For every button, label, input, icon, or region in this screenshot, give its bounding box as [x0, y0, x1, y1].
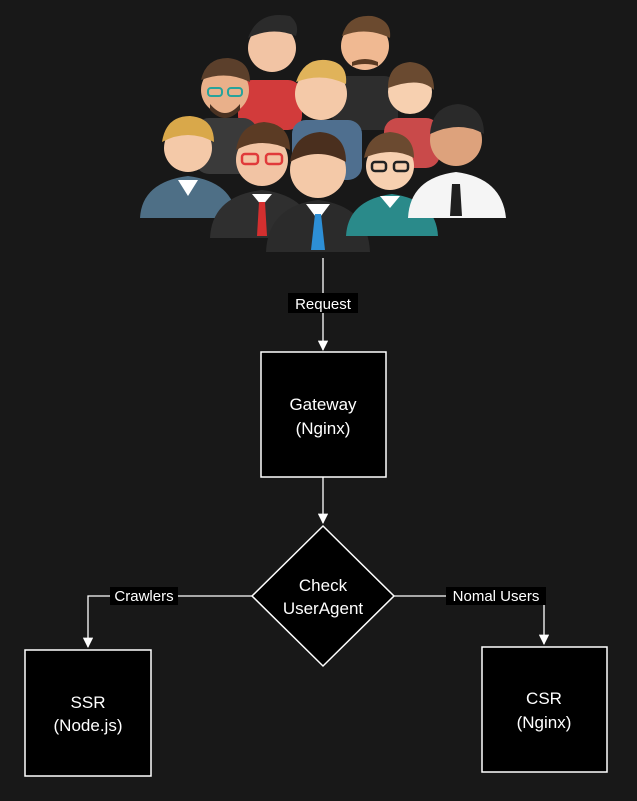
ssr-sublabel: (Node.js) [54, 716, 123, 735]
request-label: Request [295, 296, 352, 313]
person-icon [408, 104, 506, 218]
crowd-of-users-icon [140, 14, 506, 252]
person-icon [238, 14, 302, 130]
check-sublabel: UserAgent [283, 599, 364, 618]
ssr-node[interactable]: SSR (Node.js) [24, 649, 152, 777]
gateway-sublabel: (Nginx) [296, 419, 351, 438]
normal-users-label: Nomal Users [453, 588, 540, 605]
crawlers-label: Crawlers [114, 588, 173, 605]
person-icon [140, 116, 236, 218]
check-label: Check [299, 576, 348, 595]
person-icon [332, 15, 398, 130]
person-icon [384, 62, 440, 168]
csr-label: CSR [526, 689, 562, 708]
person-icon [266, 132, 370, 252]
request-edge: Request [288, 258, 358, 352]
normal-users-edge: Nomal Users [394, 587, 550, 646]
ssr-label: SSR [71, 693, 106, 712]
check-useragent-node[interactable]: Check UserAgent [250, 524, 396, 668]
csr-node[interactable]: CSR (Nginx) [481, 646, 608, 773]
csr-sublabel: (Nginx) [517, 713, 572, 732]
gateway-label: Gateway [289, 395, 357, 414]
crawlers-edge: Crawlers [82, 587, 252, 649]
gateway-node[interactable]: Gateway (Nginx) [260, 351, 387, 478]
